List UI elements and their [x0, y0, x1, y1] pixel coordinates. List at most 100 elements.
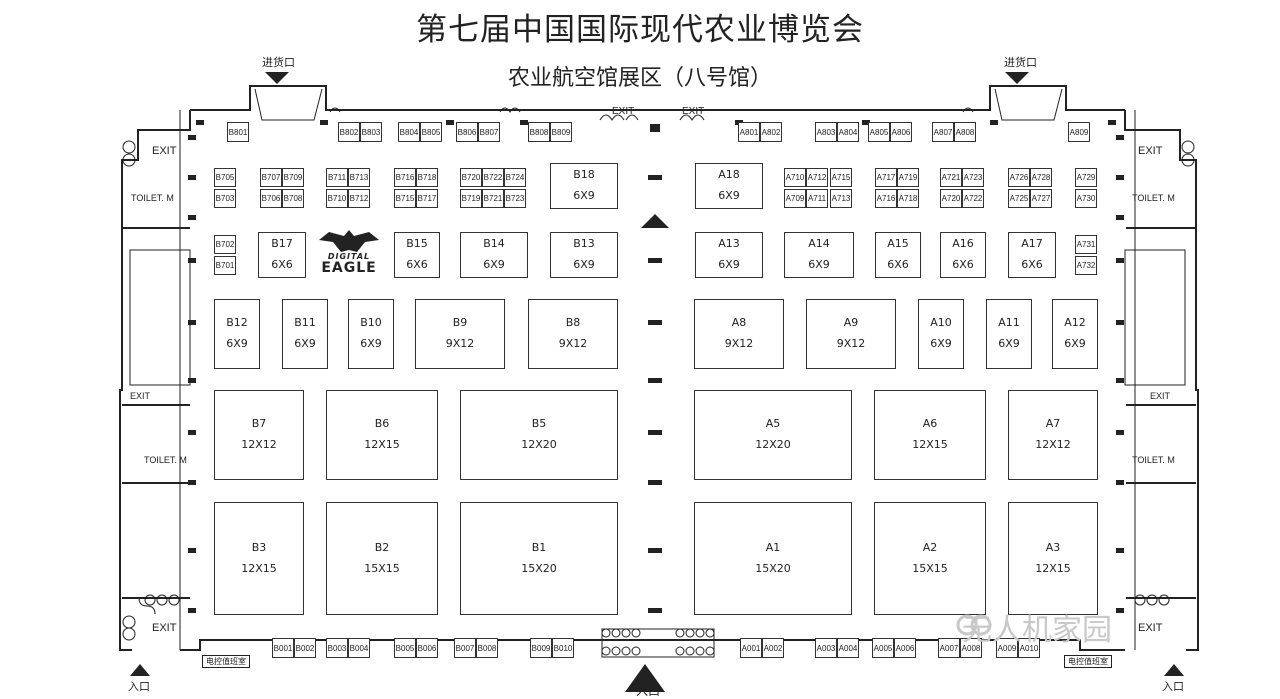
booth-b713[interactable]: B713 — [348, 168, 370, 187]
booth-b808[interactable]: B808 — [528, 122, 550, 142]
booth-b722[interactable]: B722 — [482, 168, 504, 187]
booth-b002[interactable]: B002 — [294, 638, 316, 658]
booth-b804[interactable]: B804 — [398, 122, 420, 142]
booth-b705[interactable]: B705 — [214, 168, 236, 187]
booth-b717[interactable]: B717 — [416, 189, 438, 208]
booth-b710[interactable]: B710 — [326, 189, 348, 208]
booth-b803[interactable]: B803 — [360, 122, 382, 142]
booth-a720[interactable]: A720 — [940, 189, 962, 208]
booth-b718[interactable]: B718 — [416, 168, 438, 187]
booth-b720[interactable]: B720 — [460, 168, 482, 187]
booth-a732[interactable]: A732 — [1075, 256, 1097, 275]
booth-b709[interactable]: B709 — [282, 168, 304, 187]
booth-b724[interactable]: B724 — [504, 168, 526, 187]
booth-b009[interactable]: B009 — [530, 638, 552, 658]
booth-a718[interactable]: A718 — [897, 189, 919, 208]
booth-a001[interactable]: A001 — [740, 638, 762, 658]
booth-a805[interactable]: A805 — [868, 122, 890, 142]
booth-b706[interactable]: B706 — [260, 189, 282, 208]
booth-b703[interactable]: B703 — [214, 189, 236, 208]
booth-a804[interactable]: A804 — [837, 122, 859, 142]
booth-a010[interactable]: A010 — [1018, 638, 1040, 658]
booth-b004[interactable]: B004 — [348, 638, 370, 658]
booth-b008[interactable]: B008 — [476, 638, 498, 658]
booth-b806[interactable]: B806 — [456, 122, 478, 142]
booth-b719[interactable]: B719 — [460, 189, 482, 208]
booth-a801[interactable]: A801 — [738, 122, 760, 142]
booth-a730[interactable]: A730 — [1075, 189, 1097, 208]
booth-a731[interactable]: A731 — [1075, 235, 1097, 254]
booth-a803[interactable]: A803 — [815, 122, 837, 142]
booth-a712[interactable]: A712 — [806, 168, 828, 187]
booth-a715[interactable]: A715 — [830, 168, 852, 187]
booth-a009[interactable]: A009 — [996, 638, 1018, 658]
booth-b005[interactable]: B005 — [394, 638, 416, 658]
booth-a006[interactable]: A006 — [894, 638, 916, 658]
booth-b711[interactable]: B711 — [326, 168, 348, 187]
booth-a005[interactable]: A005 — [872, 638, 894, 658]
booth-a729[interactable]: A729 — [1075, 168, 1097, 187]
booth-b715[interactable]: B715 — [394, 189, 416, 208]
booth-b006[interactable]: B006 — [416, 638, 438, 658]
booth-a721[interactable]: A721 — [940, 168, 962, 187]
booth-b807[interactable]: B807 — [478, 122, 500, 142]
booth-a809[interactable]: A809 — [1068, 122, 1090, 142]
booth-a725[interactable]: A725 — [1008, 189, 1030, 208]
booth-b809[interactable]: B809 — [550, 122, 572, 142]
booth-a727[interactable]: A727 — [1030, 189, 1052, 208]
booth-a004[interactable]: A004 — [837, 638, 859, 658]
booth-a717[interactable]: A717 — [875, 168, 897, 187]
booth-a710[interactable]: A710 — [784, 168, 806, 187]
booth-a711[interactable]: A711 — [806, 189, 828, 208]
booth-a716[interactable]: A716 — [875, 189, 897, 208]
booth-a807[interactable]: A807 — [932, 122, 954, 142]
booth-b007[interactable]: B007 — [454, 638, 476, 658]
booth-a002[interactable]: A002 — [762, 638, 784, 658]
booth-a713[interactable]: A713 — [830, 189, 852, 208]
booth-b003[interactable]: B003 — [326, 638, 348, 658]
booth-a728[interactable]: A728 — [1030, 168, 1052, 187]
booth-b708[interactable]: B708 — [282, 189, 304, 208]
booth-a808[interactable]: A808 — [954, 122, 976, 142]
booth-b802[interactable]: B802 — [338, 122, 360, 142]
booth-a726[interactable]: A726 — [1008, 168, 1030, 187]
booth-a007[interactable]: A007 — [938, 638, 960, 658]
booth-b702[interactable]: B702 — [214, 235, 236, 254]
booth-b010[interactable]: B010 — [552, 638, 574, 658]
booth-b701[interactable]: B701 — [214, 256, 236, 275]
booth-a003[interactable]: A003 — [815, 638, 837, 658]
booth-b801[interactable]: B801 — [227, 122, 249, 142]
booth-a806[interactable]: A806 — [890, 122, 912, 142]
booth-b723[interactable]: B723 — [504, 189, 526, 208]
booth-a723[interactable]: A723 — [962, 168, 984, 187]
